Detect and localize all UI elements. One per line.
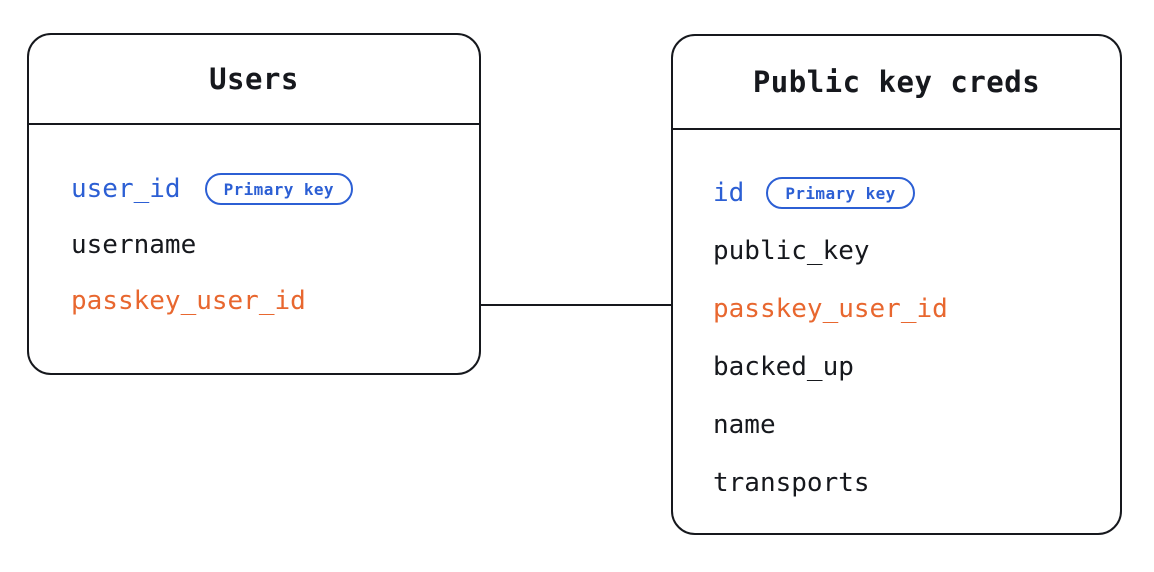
entity-box-public-key-creds[interactable]: Public key creds id Primary key public_k… [671,34,1122,535]
field-row-id[interactable]: id Primary key [713,164,1120,222]
field-row-transports[interactable]: transports [713,454,1120,512]
field-name-user-id: user_id [71,174,181,204]
field-row-public-key[interactable]: public_key [713,222,1120,280]
field-name-transports: transports [713,468,870,498]
relationship-connector-line[interactable] [479,304,673,306]
field-row-passkey-user-id[interactable]: passkey_user_id [71,273,479,329]
field-row-name[interactable]: name [713,396,1120,454]
field-row-user-id[interactable]: user_id Primary key [71,161,479,217]
field-name-passkey-user-id: passkey_user_id [71,286,306,316]
entity-title-users: Users [209,62,299,96]
field-row-username[interactable]: username [71,217,479,273]
primary-key-badge: Primary key [204,173,353,205]
entity-field-list-users: user_id Primary key username passkey_use… [29,125,479,329]
field-row-passkey-user-id[interactable]: passkey_user_id [713,280,1120,338]
entity-box-users[interactable]: Users user_id Primary key username passk… [27,33,481,375]
entity-title-public-key-creds: Public key creds [752,65,1041,99]
field-name-backed-up: backed_up [713,352,854,382]
primary-key-badge: Primary key [766,177,915,209]
field-name-public-key: public_key [713,236,870,266]
field-row-backed-up[interactable]: backed_up [713,338,1120,396]
field-name-name: name [713,410,776,440]
field-name-id: id [713,178,745,208]
field-name-passkey-user-id: passkey_user_id [713,294,948,324]
entity-header-users: Users [29,35,479,125]
entity-field-list-public-key-creds: id Primary key public_key passkey_user_i… [673,130,1120,512]
entity-header-public-key-creds: Public key creds [673,36,1120,130]
field-name-username: username [71,230,197,260]
